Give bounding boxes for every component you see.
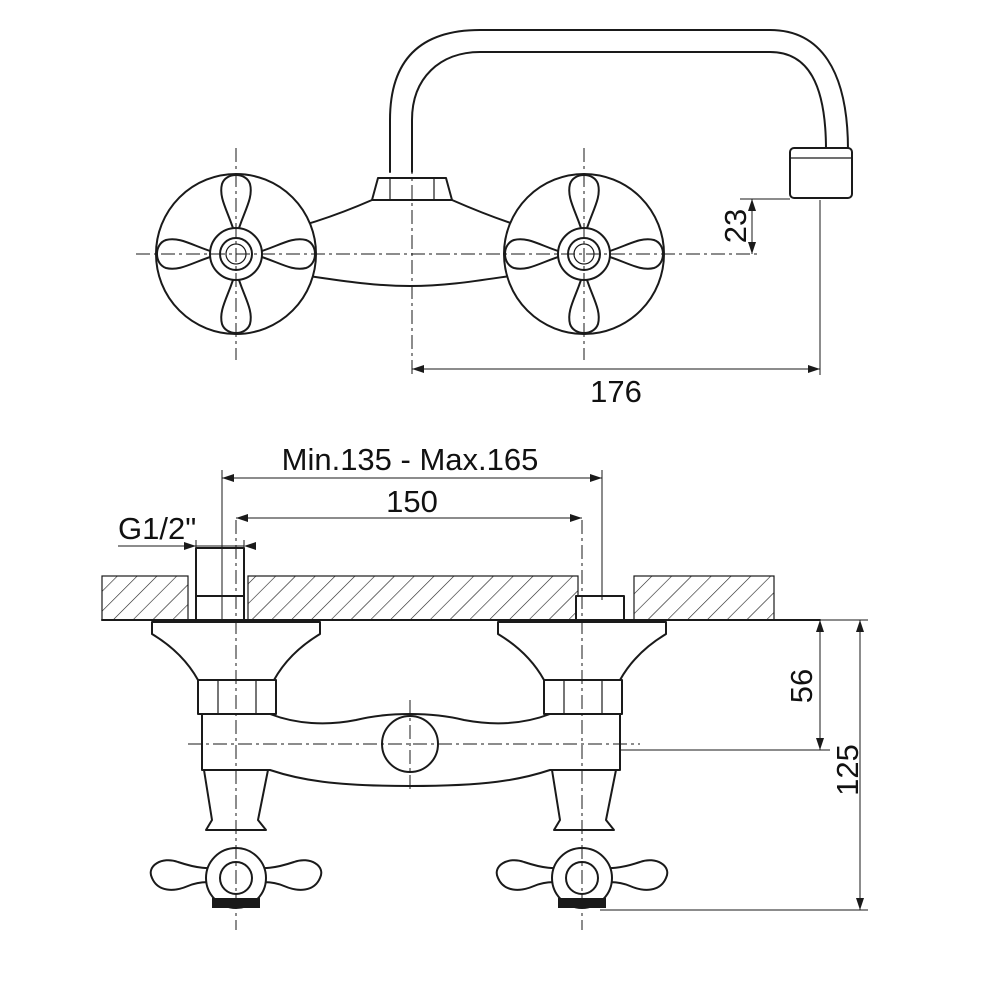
spout-outer <box>389 29 849 173</box>
dim-spout-reach: 176 <box>412 200 821 409</box>
label-spout-reach: 176 <box>590 374 642 409</box>
label-body-offset: 56 <box>784 669 819 703</box>
dim-body-offset: 56 <box>620 620 830 751</box>
wall-section-right <box>633 575 775 621</box>
label-thread: G1/2" <box>118 511 196 546</box>
dim-spout-drop: 23 <box>718 198 790 254</box>
spout-inner <box>411 51 827 173</box>
wall-section-middle <box>247 575 579 621</box>
aerator <box>789 147 853 199</box>
front-view: 23 176 <box>136 29 853 409</box>
label-total-depth: 125 <box>830 744 865 796</box>
label-spout-drop: 23 <box>718 209 753 243</box>
dim-inlet-spacing: 150 <box>236 484 582 522</box>
right-hex-nut <box>543 679 623 715</box>
dim-thread: G1/2" <box>118 511 256 560</box>
dim-inlet-range: Min.135 - Max.165 <box>221 442 603 620</box>
mixer-body-plan <box>201 713 621 787</box>
wall-section-left <box>101 575 189 621</box>
label-inlet-spacing: 150 <box>386 484 438 519</box>
plan-view: Min.135 - Max.165 150 G1/2" 56 <box>101 442 868 930</box>
label-inlet-range: Min.135 - Max.165 <box>282 442 539 477</box>
left-hex-nut <box>197 679 277 715</box>
dim-total-depth: 125 <box>600 619 868 911</box>
